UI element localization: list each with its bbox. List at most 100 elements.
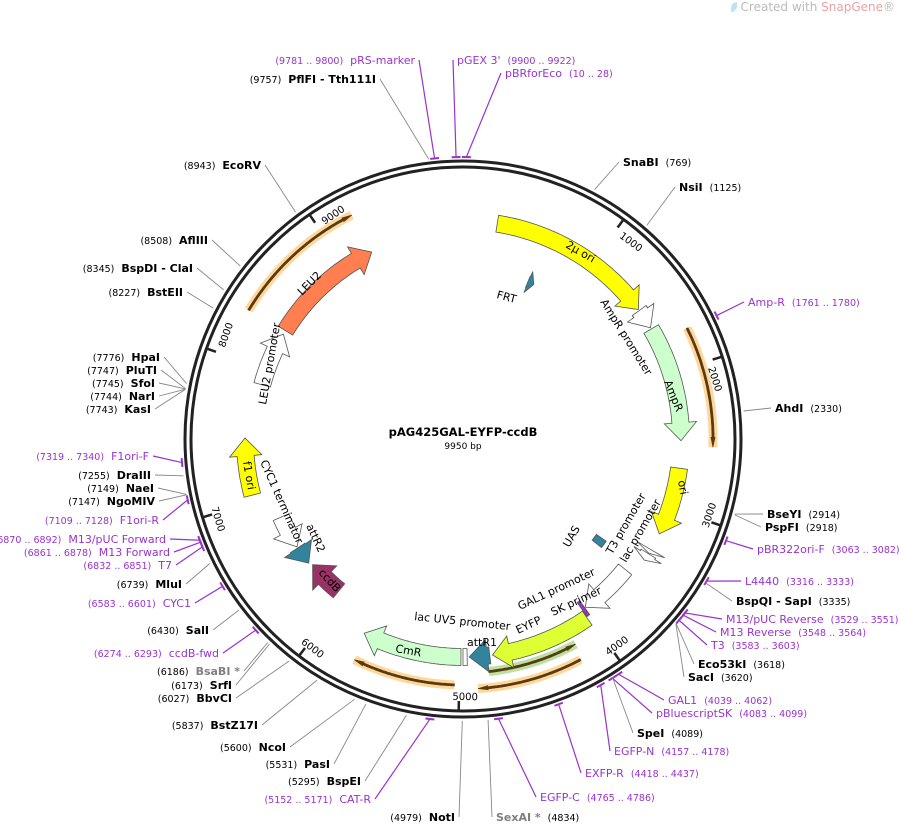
primer-site-label[interactable]: pBRforEco (10 .. 28) bbox=[505, 67, 613, 80]
spacer bbox=[140, 286, 147, 299]
restriction-site-label[interactable]: (6186) BsaBI * bbox=[157, 665, 240, 678]
primer-site-label[interactable]: pBluescriptSK (4083 .. 4099) bbox=[656, 707, 807, 720]
primer-site-label[interactable]: pBR322ori-F (3063 .. 3082) bbox=[757, 543, 900, 556]
primer-site-label[interactable]: T3 (3583 .. 3603) bbox=[710, 639, 800, 652]
restriction-site-label[interactable]: (7744) NarI bbox=[90, 390, 155, 403]
site-leader-line bbox=[211, 239, 241, 267]
feature-ampr-promoter[interactable] bbox=[626, 302, 655, 329]
restriction-site-label[interactable]: (7147) NgoMIV bbox=[68, 495, 155, 508]
restriction-site-label[interactable]: SpeI (4089) bbox=[637, 727, 703, 740]
restriction-site-label[interactable]: (5531) PasI bbox=[266, 758, 330, 771]
primer-site-label[interactable]: GAL1 (4039 .. 4062) bbox=[668, 694, 772, 707]
feature-label: UAS bbox=[560, 523, 583, 549]
feature-gal1-promoter[interactable] bbox=[584, 563, 633, 609]
feature-leu2[interactable] bbox=[277, 246, 373, 336]
site-name: BspQI - SapI bbox=[736, 595, 812, 608]
site-position: (7109 .. 7128) bbox=[45, 516, 113, 527]
primer-site-label[interactable]: (6583 .. 6601) CYC1 bbox=[88, 597, 191, 610]
restriction-site-label[interactable]: (5837) BstZ17I bbox=[172, 719, 258, 732]
feature-uas[interactable] bbox=[591, 533, 607, 549]
feature-attr2[interactable] bbox=[283, 538, 313, 564]
primer-site-label[interactable]: pGEX 3' (9900 .. 9922) bbox=[457, 54, 575, 67]
restriction-site-label[interactable]: SacI (3620) bbox=[688, 671, 753, 684]
feature-sk-primer[interactable] bbox=[576, 600, 591, 617]
restriction-site-label[interactable]: AhdI (2330) bbox=[775, 402, 842, 415]
site-name: EGFP-N bbox=[614, 745, 654, 758]
restriction-site-label[interactable]: (7776) HpaI bbox=[93, 351, 160, 364]
restriction-site-label[interactable]: BseYI (2914) bbox=[767, 508, 840, 521]
primer-site-label[interactable]: (6832 .. 6851) T7 bbox=[83, 559, 172, 572]
feature-eyfp[interactable] bbox=[491, 610, 593, 669]
spacer bbox=[785, 296, 792, 309]
site-leader-line bbox=[743, 407, 772, 412]
site-name: CAT-R bbox=[339, 793, 371, 806]
restriction-site-label[interactable]: (8345) BspDI - ClaI bbox=[83, 262, 193, 275]
site-position: (4834) bbox=[548, 813, 580, 824]
feature-arrows bbox=[228, 214, 698, 673]
restriction-site-label[interactable]: (6430) SalI bbox=[147, 624, 209, 637]
restriction-site-label[interactable]: PspFI (2918) bbox=[765, 521, 838, 534]
feature-frt[interactable] bbox=[523, 271, 535, 293]
primer-site-label[interactable]: M13 Reverse (3548 .. 3564) bbox=[720, 626, 866, 639]
restriction-site-label[interactable]: (6173) SrfI bbox=[171, 679, 232, 692]
primer-site-label[interactable]: EGFP-N (4157 .. 4178) bbox=[614, 745, 729, 758]
primer-site-label[interactable]: L4440 (3316 .. 3333) bbox=[745, 575, 854, 588]
restriction-site-label[interactable]: (5295) BspEI bbox=[288, 775, 361, 788]
feature-t3-promoter[interactable] bbox=[636, 541, 666, 559]
restriction-site-label[interactable]: (8943) EcoRV bbox=[184, 159, 262, 172]
restriction-site-label[interactable]: (7149) NaeI bbox=[87, 482, 154, 495]
primer-site-label[interactable]: (6870 .. 6892) M13/pUC Forward bbox=[0, 533, 166, 546]
restriction-site-label[interactable]: (9757) PflFI - Tth111I bbox=[250, 73, 376, 86]
spacer bbox=[281, 73, 288, 86]
feature-2-ori[interactable] bbox=[495, 214, 640, 310]
restriction-site-label[interactable]: (7743) KasI bbox=[86, 403, 151, 416]
feature-cyc1-terminator[interactable] bbox=[272, 513, 303, 548]
feature-attr1[interactable] bbox=[468, 638, 492, 673]
primer-site-label[interactable]: (7109 .. 7128) F1ori-R bbox=[45, 514, 159, 527]
primer-site-label[interactable]: EGFP-C (4765 .. 4786) bbox=[540, 791, 655, 804]
site-position: (6430) bbox=[147, 626, 179, 637]
site-leader-line bbox=[154, 474, 184, 477]
restriction-site-label[interactable]: (6027) BbvCI bbox=[158, 692, 232, 705]
restriction-site-label[interactable]: (8227) BstEII bbox=[109, 286, 183, 299]
restriction-site-label[interactable]: SnaBI (769) bbox=[623, 156, 691, 169]
feature-lac-uv5-promoter[interactable] bbox=[462, 648, 468, 666]
restriction-site-label[interactable]: Eco53kI (3618) bbox=[698, 658, 785, 671]
restriction-site-label[interactable]: (7255) DraIII bbox=[78, 469, 151, 482]
feature-ccdb[interactable] bbox=[312, 564, 346, 599]
backbone-inner-strand bbox=[189, 165, 737, 713]
spacer bbox=[179, 624, 186, 637]
feature-ampr[interactable] bbox=[643, 324, 698, 442]
primer-site-label[interactable]: (5152 .. 5171) CAT-R bbox=[264, 793, 371, 806]
feature-f1-ori[interactable] bbox=[228, 437, 263, 498]
feature-cmr[interactable] bbox=[363, 625, 462, 666]
primer-site-label[interactable]: (6861 .. 6878) M13 Forward bbox=[24, 546, 170, 559]
restriction-site-label[interactable]: (7747) PluTI bbox=[87, 364, 157, 377]
spacer bbox=[422, 811, 429, 824]
spacer bbox=[799, 521, 806, 534]
site-leader-line bbox=[458, 720, 463, 818]
primer-site-label[interactable]: (9781 .. 9800) pRS-marker bbox=[275, 54, 415, 67]
site-position: (6173) bbox=[171, 681, 203, 692]
primer-site-label[interactable]: Amp-R (1761 .. 1780) bbox=[748, 296, 860, 309]
feature-lac-promoter[interactable] bbox=[633, 546, 662, 564]
restriction-site-label[interactable]: (4979) NotI bbox=[390, 811, 455, 824]
site-name: NsiI bbox=[679, 181, 703, 194]
restriction-site-label[interactable]: (5600) NcoI bbox=[220, 741, 286, 754]
restriction-site-label[interactable]: (7745) SfoI bbox=[92, 377, 155, 390]
orf-arrow bbox=[488, 643, 576, 674]
restriction-site-label[interactable]: (8508) AflIII bbox=[140, 234, 208, 247]
restriction-site-label[interactable]: SexAI * (4834) bbox=[496, 811, 579, 824]
primer-site-label[interactable]: (7319 .. 7340) F1ori-F bbox=[36, 450, 149, 463]
primer-site-label[interactable]: M13/pUC Reverse (3529 .. 3551) bbox=[726, 613, 898, 626]
site-leader-line bbox=[725, 540, 754, 550]
feature-ori[interactable] bbox=[650, 466, 688, 535]
primer-site-label[interactable]: EXFP-R (4418 .. 4437) bbox=[585, 767, 699, 780]
site-name: PflFI - Tth111I bbox=[288, 73, 376, 86]
restriction-site-label[interactable]: (6739) MluI bbox=[117, 578, 182, 591]
primer-site-label[interactable]: (6274 .. 6293) ccdB-fwd bbox=[94, 647, 219, 660]
restriction-site-label[interactable]: BspQI - SapI (3335) bbox=[736, 595, 850, 608]
restriction-site-label[interactable]: NsiI (1125) bbox=[679, 181, 741, 194]
tick-label: 5000 bbox=[452, 692, 478, 703]
feature-leu2-promoter[interactable] bbox=[253, 333, 291, 388]
